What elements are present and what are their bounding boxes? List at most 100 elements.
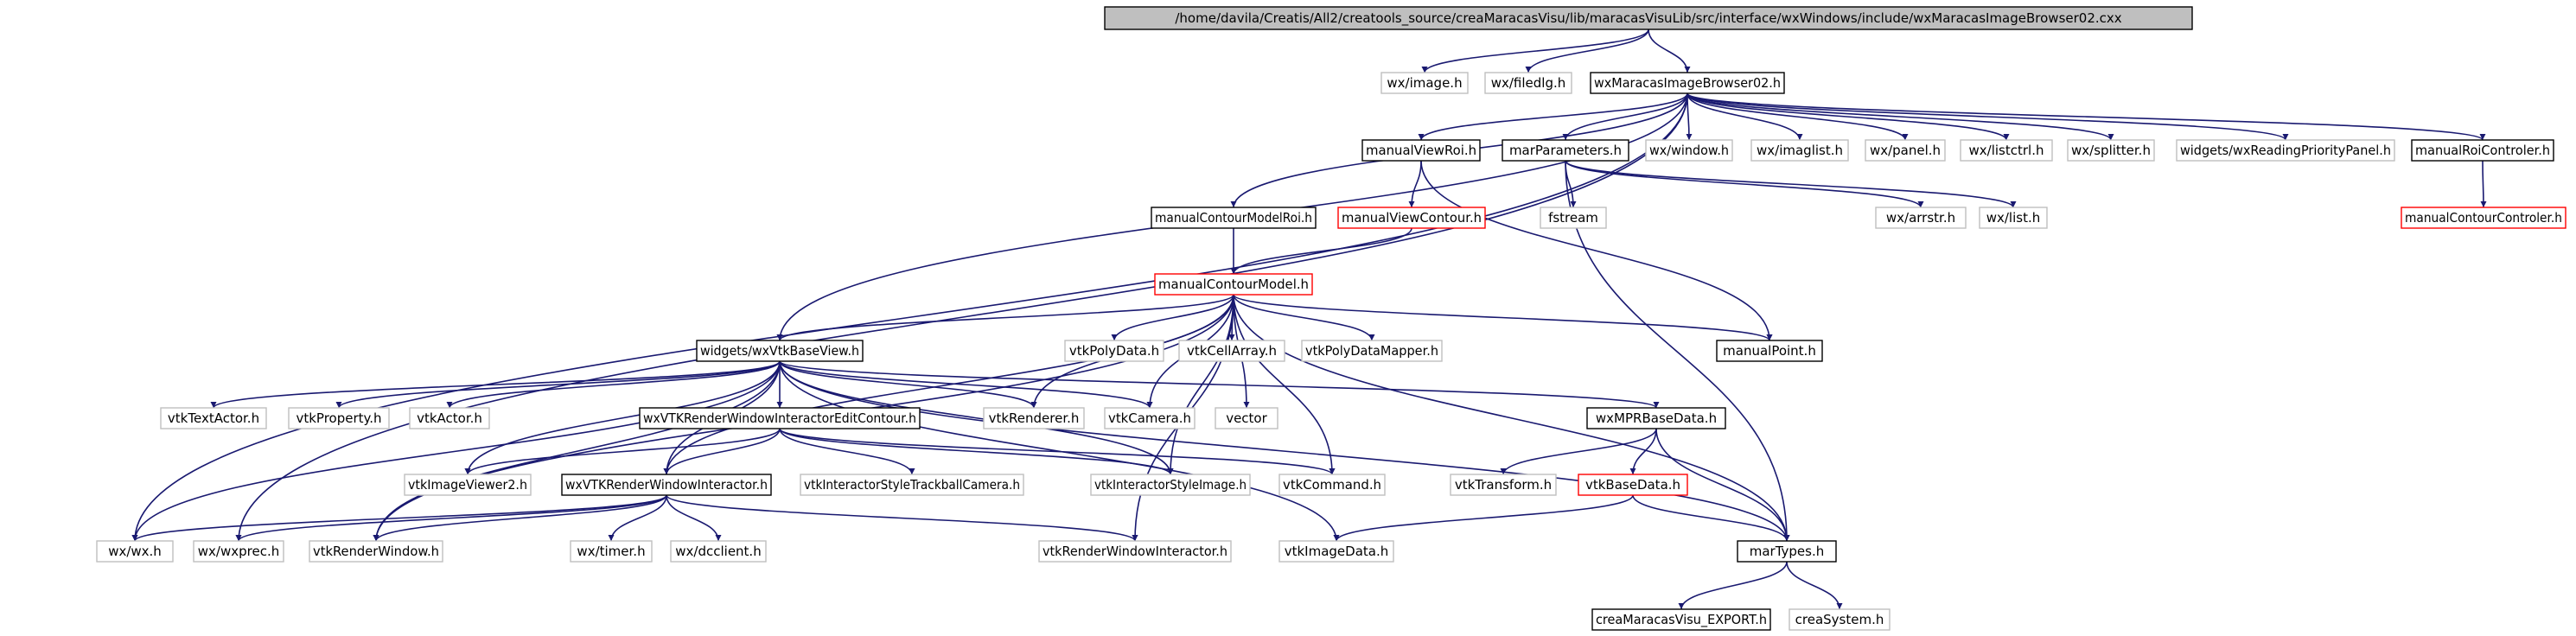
node-label: vtkRenderWindowInteractor.h	[1043, 544, 1227, 559]
node-manualroicontroler-h[interactable]: manualRoiControler.h	[2411, 139, 2554, 162]
node-label: wxVTKRenderWindowInteractorEditContour.h	[643, 410, 916, 426]
node-wx-wx-h[interactable]: wx/wx.h	[96, 540, 174, 563]
node-vtkpolydata-h[interactable]: vtkPolyData.h	[1064, 340, 1164, 362]
edge-vtkprwiec-to-vtkistc	[779, 428, 915, 475]
node-vtktransform-h[interactable]: vtkTransform.h	[1450, 474, 1557, 496]
node-fstream[interactable]: fstream	[1540, 207, 1607, 229]
node-home-davila-creatis-all2-creatools-source-creamaracasvisu-lib-maracasvisulib-src-interface-wxwindows-include-wxmaracasimagebrowser02-cxx[interactable]: /home/davila/Creatis/All2/creatools_sour…	[1104, 6, 2193, 30]
node-wx-window-h[interactable]: wx/window.h	[1645, 139, 1733, 162]
node-vtkactor-h[interactable]: vtkActor.h	[409, 407, 490, 429]
node-wx-splitter-h[interactable]: wx/splitter.h	[2067, 139, 2155, 162]
node-widgets-wxvtkbaseview-h[interactable]: widgets/wxVtkBaseView.h	[696, 340, 864, 362]
edge-wxvtkrwi-to-wxwxprec	[235, 494, 667, 542]
edge-wxmib02-to-wxpanel	[1687, 92, 1909, 141]
node-manualcontourmodel-h[interactable]: manualContourModel.h	[1154, 273, 1313, 296]
node-wx-imaglist-h[interactable]: wx/imaglist.h	[1750, 139, 1849, 162]
node-box	[1960, 139, 2053, 162]
node-widgets-wxreadingprioritypanel-h[interactable]: widgets/wxReadingPriorityPanel.h	[2176, 139, 2395, 162]
node-manualviewroi-h[interactable]: manualViewRoi.h	[1361, 139, 1481, 162]
node-box	[409, 407, 490, 429]
node-label: wxMPRBaseData.h	[1596, 410, 1717, 426]
node-vtkproperty-h[interactable]: vtkProperty.h	[288, 407, 390, 429]
node-manualviewcontour-h[interactable]: manualViewContour.h	[1337, 207, 1486, 229]
node-box	[1875, 207, 1967, 229]
node-label: vtkPolyDataMapper.h	[1305, 343, 1438, 359]
node-creasystem-h[interactable]: creaSystem.h	[1789, 608, 1891, 631]
node-vtkcellarray-h[interactable]: vtkCellArray.h	[1178, 340, 1285, 362]
node-box	[1104, 6, 2193, 30]
node-wxmprbasedata-h[interactable]: wxMPRBaseData.h	[1586, 407, 1726, 429]
node-label: wx/image.h	[1387, 75, 1462, 91]
node-box	[1380, 72, 1469, 94]
edge-vtkprwiec-to-wxvtkrwi	[663, 428, 781, 475]
node-label: creaMaracasVisu_EXPORT.h	[1596, 612, 1767, 628]
node-wx-list-h[interactable]: wx/list.h	[1979, 207, 2048, 229]
edge-wxmib02-to-wximaglist	[1687, 92, 1803, 141]
node-wxvtkrenderwindowinteractor-h[interactable]: wxVTKRenderWindowInteractor.h	[561, 474, 772, 496]
node-wx-filedlg-h[interactable]: wx/filedlg.h	[1484, 72, 1572, 94]
node-vtkrenderwindow-h[interactable]: vtkRenderWindow.h	[309, 540, 443, 563]
node-box	[1301, 340, 1443, 362]
edge-wxvtkrwi-to-vtkrenderwindow	[373, 494, 667, 542]
node-box	[1064, 340, 1164, 362]
node-marparameters-h[interactable]: marParameters.h	[1502, 139, 1629, 162]
node-wx-wxprec-h[interactable]: wx/wxprec.h	[193, 540, 284, 563]
node-vtkrenderer-h[interactable]: vtkRenderer.h	[983, 407, 1085, 429]
node-vtkimagedata-h[interactable]: vtkImageData.h	[1278, 540, 1394, 563]
node-label: vtkRenderer.h	[989, 410, 1080, 426]
node-vtktextactor-h[interactable]: vtkTextActor.h	[160, 407, 267, 429]
node-vector[interactable]: vector	[1215, 407, 1278, 429]
node-box	[1215, 407, 1278, 429]
node-wxmaracasimagebrowser02-h[interactable]: wxMaracasImageBrowser02.h	[1590, 72, 1785, 94]
node-vtkpolydatamapper-h[interactable]: vtkPolyDataMapper.h	[1301, 340, 1443, 362]
node-wx-timer-h[interactable]: wx/timer.h	[570, 540, 653, 563]
node-label: vtkTransform.h	[1455, 477, 1552, 493]
node-vtkbasedata-h[interactable]: vtkBaseData.h	[1578, 474, 1688, 496]
node-label: wx/timer.h	[577, 544, 645, 559]
edge-root-to-wxmib02	[1648, 29, 1691, 73]
node-vtkinteractorstyleimage-h[interactable]: vtkInteractorStyleImage.h	[1090, 474, 1251, 496]
edge-wxmib02-to-marparams	[1562, 92, 1688, 141]
node-wx-arrstr-h[interactable]: wx/arrstr.h	[1875, 207, 1967, 229]
node-manualcontourcontroler-h[interactable]: manualContourControler.h	[2401, 207, 2566, 229]
edge-wxvtkbase-to-martypes	[779, 360, 1790, 542]
node-vtkimageviewer2-h[interactable]: vtkImageViewer2.h	[404, 474, 532, 496]
node-label: vtkImageViewer2.h	[408, 477, 527, 493]
node-label: vtkCommand.h	[1283, 477, 1381, 493]
node-box	[570, 540, 653, 563]
node-vtkcamera-h[interactable]: vtkCamera.h	[1104, 407, 1196, 429]
edge-vtkprwiec-to-vtkisi	[779, 428, 1174, 475]
edge-wxvtkbase-to-wxwx	[131, 360, 781, 542]
edge-wxmib02-to-wxsplitter	[1687, 92, 2114, 141]
node-wxvtkrenderwindowinteractoreditcontour-h[interactable]: wxVTKRenderWindowInteractorEditContour.h	[639, 407, 921, 429]
edge-wxmib02-to-wxwx	[131, 92, 1688, 542]
node-manualcontourmodelroi-h[interactable]: manualContourModelRoi.h	[1151, 207, 1317, 229]
node-label: widgets/wxReadingPriorityPanel.h	[2180, 143, 2391, 158]
edge-vtkbasedata-to-martypes	[1632, 494, 1790, 542]
node-creamaracasvisu-export-h[interactable]: creaMaracasVisu_EXPORT.h	[1591, 608, 1771, 631]
edge-wxmprbd-to-vtkbasedata	[1629, 428, 1657, 475]
edge-mcm-to-wxvtkbase	[776, 294, 1234, 341]
node-martypes-h[interactable]: marTypes.h	[1737, 540, 1837, 563]
edges	[131, 29, 2487, 610]
node-label: wxVTKRenderWindowInteractor.h	[565, 477, 768, 493]
node-box	[639, 407, 921, 429]
node-vtkcommand-h[interactable]: vtkCommand.h	[1278, 474, 1386, 496]
edge-wxvtkbase-to-vtkactor	[446, 360, 781, 409]
node-label: wx/splitter.h	[2071, 143, 2151, 158]
edge-wxvtkrwi-to-vtkrwi	[666, 494, 1138, 542]
node-wx-dcclient-h[interactable]: wx/dcclient.h	[670, 540, 767, 563]
node-label: manualPoint.h	[1723, 343, 1816, 359]
node-vtkrenderwindowinteractor-h[interactable]: vtkRenderWindowInteractor.h	[1038, 540, 1232, 563]
node-wx-image-h[interactable]: wx/image.h	[1380, 72, 1469, 94]
node-wx-panel-h[interactable]: wx/panel.h	[1865, 139, 1946, 162]
node-manualpoint-h[interactable]: manualPoint.h	[1716, 340, 1823, 362]
node-vtkinteractorstyletrackballcamera-h[interactable]: vtkInteractorStyleTrackballCamera.h	[800, 474, 1024, 496]
node-box	[1090, 474, 1251, 496]
edge-wxmib02-to-wxwxprec	[235, 92, 1688, 542]
node-wx-listctrl-h[interactable]: wx/listctrl.h	[1960, 139, 2053, 162]
node-label: wx/wx.h	[108, 544, 162, 559]
node-label: vtkImageData.h	[1285, 544, 1389, 559]
node-label: fstream	[1548, 210, 1598, 226]
node-box	[309, 540, 443, 563]
